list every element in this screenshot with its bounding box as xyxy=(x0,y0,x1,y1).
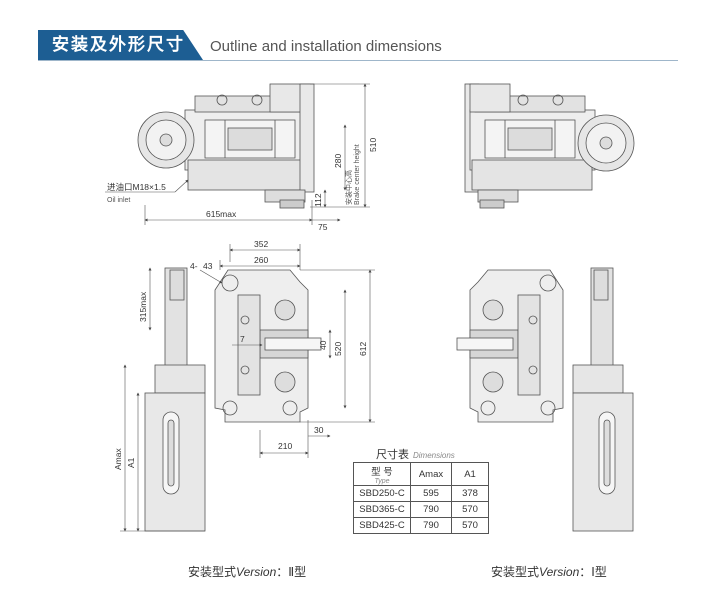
bottom-left-view xyxy=(144,267,322,532)
oil-inlet-label-en: Oil inlet xyxy=(107,197,130,204)
dimensions-table-title: 尺寸表 Dimensions xyxy=(376,446,455,462)
dim-615max: 615max xyxy=(206,209,237,219)
dim-510: 510 xyxy=(368,138,378,152)
dim-a1: A1 xyxy=(126,457,136,468)
section-title-tab: 安装及外形尺寸 xyxy=(38,30,203,60)
cell-a1: 378 xyxy=(451,485,489,502)
bottom-right-view xyxy=(456,267,634,532)
top-left-dimensions xyxy=(105,83,370,225)
cell-type: SBD425-C xyxy=(353,517,411,534)
version-right-label: 安装型式Version：Ⅰ型 xyxy=(491,563,607,580)
top-left-view xyxy=(137,83,315,209)
oil-inlet-label: 进油口M18×1.5 xyxy=(107,182,166,192)
section-title-en: Outline and installation dimensions xyxy=(210,38,442,55)
header-amax: Amax xyxy=(410,462,452,486)
dim-112: 112 xyxy=(313,193,323,207)
version-left-suffix: ：Ⅱ型 xyxy=(276,565,307,579)
cell-a1: 570 xyxy=(451,501,489,518)
dim-352: 352 xyxy=(254,239,268,249)
table-row: SBD365-C 790 570 xyxy=(353,501,489,518)
dim-holes: 4- xyxy=(190,261,198,271)
top-right-view xyxy=(464,83,635,209)
version-right-cn: 安装型式 xyxy=(491,565,540,579)
table-row: SBD250-C 595 378 xyxy=(353,485,489,502)
cell-a1: 570 xyxy=(451,517,489,534)
dim-315max: 315max xyxy=(138,291,148,322)
version-right-suffix: ：Ⅰ型 xyxy=(579,565,607,579)
dim-210: 210 xyxy=(278,441,292,451)
dim-260: 260 xyxy=(254,255,268,265)
header-divider xyxy=(38,60,678,61)
header-a1: A1 xyxy=(451,462,489,486)
dim-amax: Amax xyxy=(113,448,123,470)
table-title-cn: 尺寸表 xyxy=(376,449,409,461)
center-height-label-en: Brake center height xyxy=(354,144,361,205)
cell-amax: 790 xyxy=(410,517,452,534)
table-row: SBD425-C 790 570 xyxy=(353,517,489,534)
dim-520: 520 xyxy=(333,342,343,356)
dim-43: 43 xyxy=(203,261,213,271)
dim-75: 75 xyxy=(318,222,328,232)
cell-amax: 790 xyxy=(410,501,452,518)
version-left-cn: 安装型式 xyxy=(188,565,237,579)
dim-40: 40 xyxy=(318,340,328,350)
version-left-label: 安装型式Version：Ⅱ型 xyxy=(188,563,306,580)
cell-amax: 595 xyxy=(410,485,452,502)
table-title-en: Dimensions xyxy=(413,451,455,460)
version-right-en: Version xyxy=(539,565,580,579)
dim-30: 30 xyxy=(314,425,324,435)
header-type-cn: 型 号 xyxy=(371,466,393,478)
dim-280: 280 xyxy=(333,154,343,168)
dim-7: 7 xyxy=(240,334,245,344)
cell-type: SBD250-C xyxy=(353,485,411,502)
section-title-cn: 安装及外形尺寸 xyxy=(52,35,185,54)
version-left-en: Version xyxy=(236,565,277,579)
center-height-label: 安装中心高 xyxy=(344,170,353,205)
bottom-left-dimensions xyxy=(120,244,375,532)
dim-612: 612 xyxy=(358,342,368,356)
header-type-en: Type xyxy=(374,477,390,485)
cell-type: SBD365-C xyxy=(353,501,411,518)
